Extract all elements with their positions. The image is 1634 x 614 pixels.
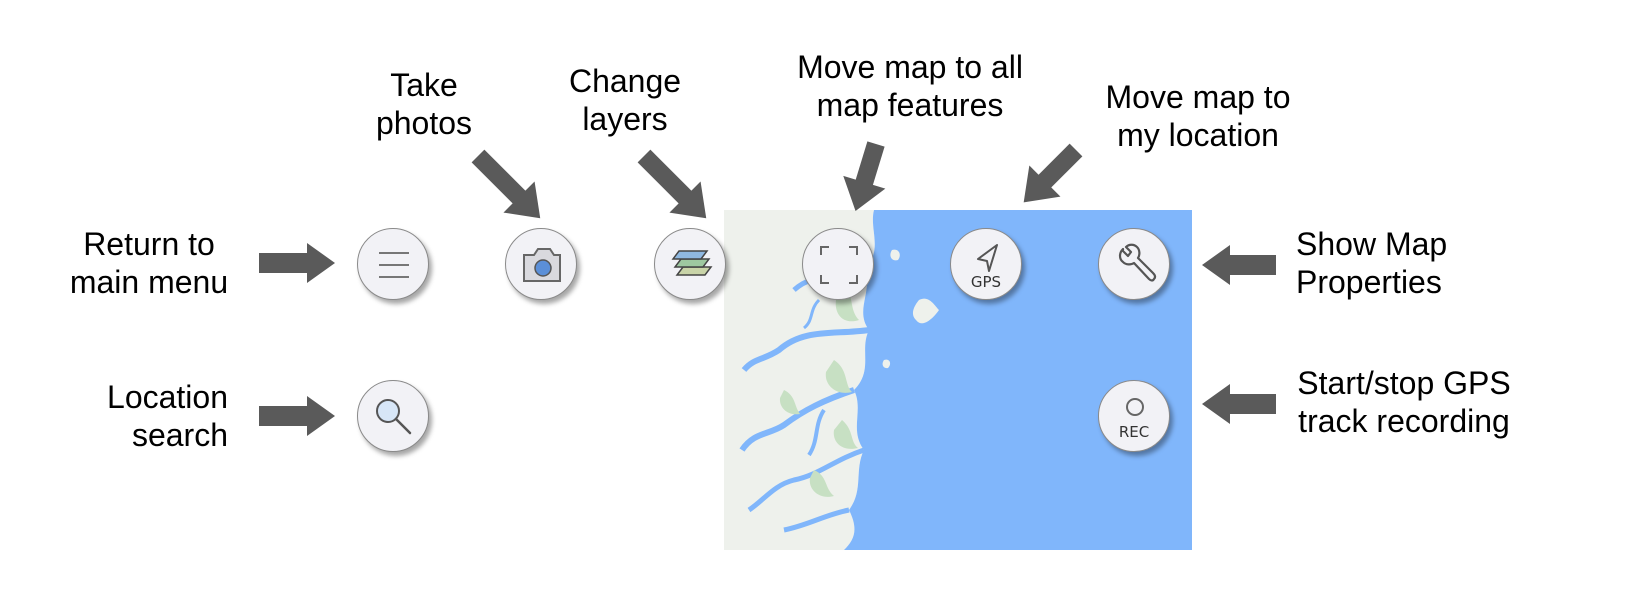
arrow-move-to-all <box>843 141 886 211</box>
main-menu-button[interactable] <box>357 228 429 300</box>
rec-label: REC <box>1118 423 1150 441</box>
gps-locate-button[interactable]: GPS <box>950 228 1022 300</box>
map-properties-button[interactable] <box>1098 228 1170 300</box>
camera-icon <box>523 248 561 282</box>
label-location-search: Location search <box>107 379 228 453</box>
hamburger-menu-icon <box>379 252 409 278</box>
zoom-to-all-features-button[interactable] <box>802 228 874 300</box>
magnifier-icon <box>376 399 412 435</box>
wrench-icon <box>1118 243 1157 282</box>
arrow-show-map-properties <box>1202 245 1276 285</box>
change-layers-button[interactable] <box>654 228 726 300</box>
arrow-change-layers <box>637 149 707 219</box>
gps-label: GPS <box>970 273 1002 291</box>
label-show-map-properties: Show Map Properties <box>1296 226 1448 300</box>
navigation-arrow-icon <box>977 244 998 272</box>
layers-icon <box>671 250 713 276</box>
label-move-to-all-features: Move map to all map features <box>797 49 1023 123</box>
take-photo-button[interactable] <box>505 228 577 300</box>
label-take-photos: Take photos <box>375 67 473 141</box>
label-gps-track-recording: Start/stop GPS track recording <box>1297 365 1511 439</box>
arrow-return-main-menu <box>259 243 335 283</box>
zoom-extent-icon <box>820 246 858 284</box>
label-move-to-my-location: Move map to my location <box>1105 79 1291 153</box>
location-search-button[interactable] <box>357 380 429 452</box>
arrow-take-photos <box>471 149 541 219</box>
gps-track-record-button[interactable]: REC <box>1098 380 1170 452</box>
arrow-move-to-location <box>1023 143 1083 203</box>
label-return-main-menu: Return to main menu <box>69 226 229 300</box>
label-change-layers: Change layers <box>568 63 682 137</box>
arrow-location-search <box>259 396 335 436</box>
arrow-gps-recording <box>1202 384 1276 424</box>
record-circle-icon <box>1126 398 1144 416</box>
